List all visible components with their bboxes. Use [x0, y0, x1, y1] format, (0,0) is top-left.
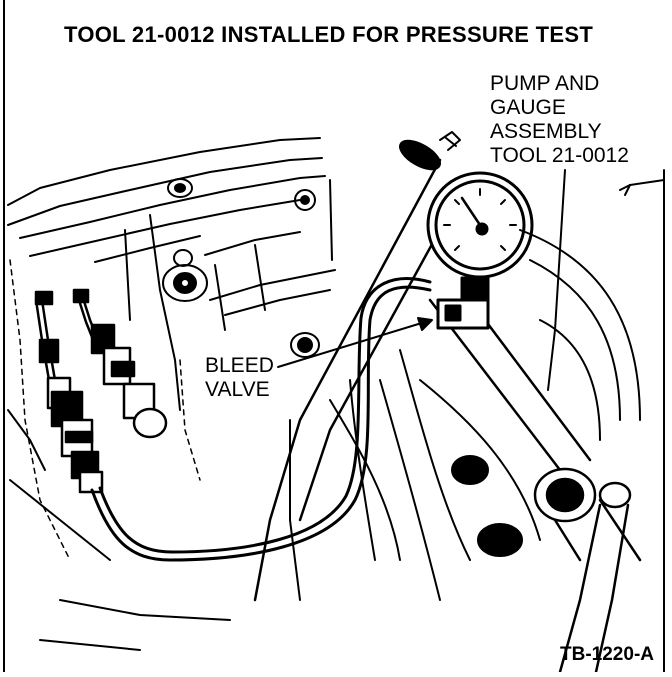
callout-line: BLEED — [205, 354, 274, 377]
block-bolts — [162, 178, 320, 358]
pump-handle — [428, 298, 642, 674]
bleed-valve-callout: BLEED VALVE — [203, 354, 276, 402]
callout-line: VALVE — [205, 378, 270, 401]
frame-lines — [3, 0, 665, 673]
engine-block — [7, 137, 336, 651]
pump-gauge-callout: PUMP AND GAUGE ASSEMBLY TOOL 21-0012 — [490, 72, 629, 168]
wheel-area — [289, 179, 665, 601]
spring-clip — [439, 131, 461, 151]
test-hose — [90, 277, 432, 562]
callout-line: GAUGE — [490, 96, 566, 119]
callout-line: PUMP AND — [490, 72, 600, 95]
pump-body — [253, 139, 472, 602]
figure-title: TOOL 21-0012 INSTALLED FOR PRESSURE TEST — [64, 22, 594, 47]
pressure-gauge — [426, 171, 534, 330]
callout-line: ASSEMBLY — [490, 120, 602, 143]
brake-line-fittings — [34, 288, 168, 494]
figure-id: TB-1220-A — [560, 644, 654, 665]
callout-line: TOOL 21-0012 — [490, 144, 629, 167]
leader-lines — [277, 169, 566, 391]
hidden-lines — [9, 259, 201, 561]
